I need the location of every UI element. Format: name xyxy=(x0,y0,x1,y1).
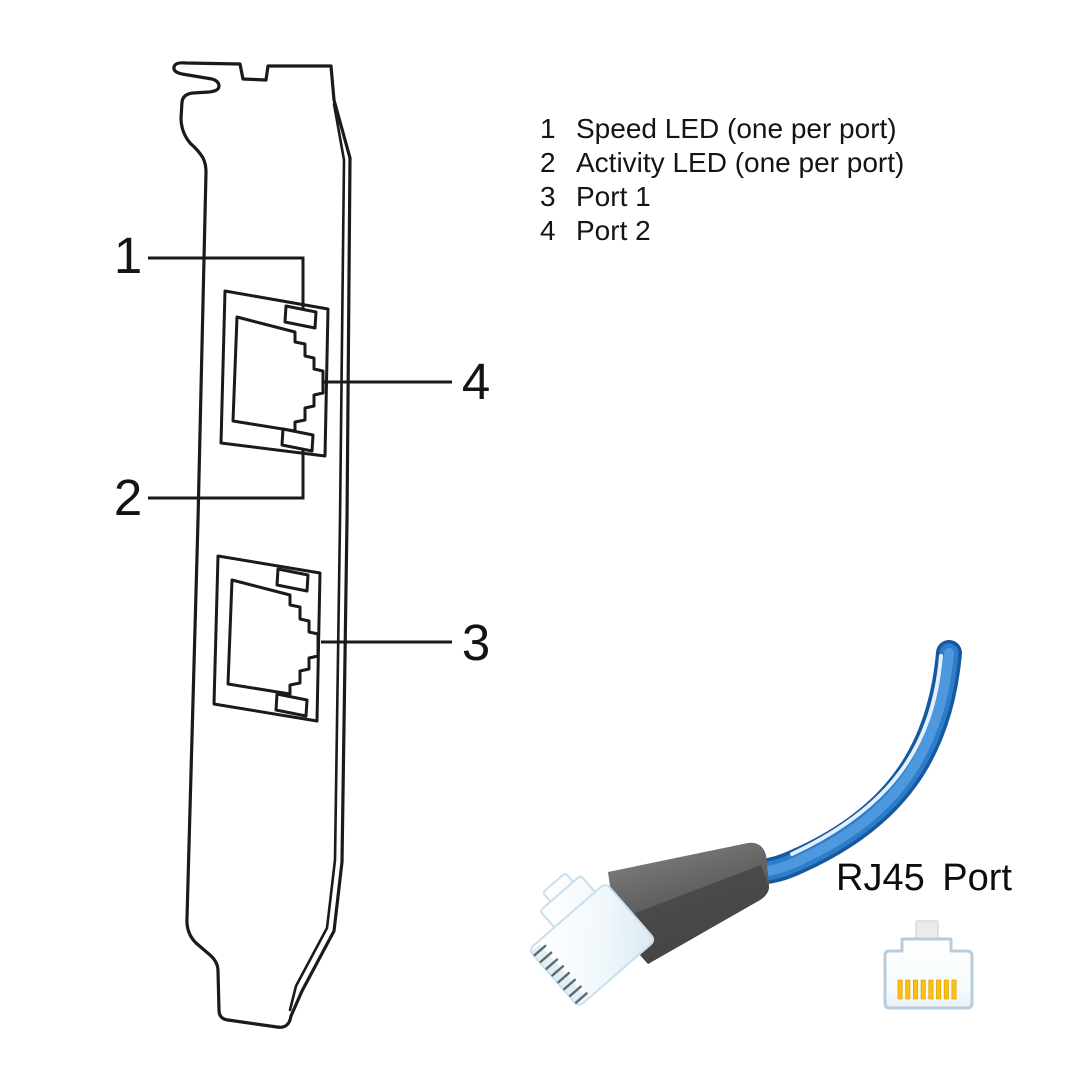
port-2-activity-led xyxy=(280,427,315,453)
legend-item-label: Speed LED (one per port) xyxy=(576,113,897,144)
legend-item-number: 2 xyxy=(540,147,556,178)
callout-label-1: 1 xyxy=(113,227,143,284)
legend-row: 4 Port 2 xyxy=(540,214,904,248)
legend-item-label: Port 2 xyxy=(576,215,651,246)
port-2-jack-opening xyxy=(231,315,325,433)
rj45-plug xyxy=(530,873,655,1006)
plug-pins xyxy=(533,944,588,1004)
callout-line-1 xyxy=(148,256,305,309)
legend-item-number: 3 xyxy=(540,181,556,212)
rj45-port-icon xyxy=(883,920,974,1010)
callout-label-4: 4 xyxy=(461,353,491,410)
legend-item-number: 1 xyxy=(540,113,556,144)
port-1-activity-led xyxy=(274,692,309,718)
legend: 1 Speed LED (one per port) 2 Activity LE… xyxy=(540,112,904,248)
callout-lines xyxy=(148,256,452,644)
port-icon-pins xyxy=(897,979,957,1000)
legend-row: 2 Activity LED (one per port) xyxy=(540,146,904,180)
callout-line-2 xyxy=(148,449,305,500)
legend-row: 3 Port 1 xyxy=(540,180,904,214)
legend-item-label: Activity LED (one per port) xyxy=(576,147,905,178)
legend-row: 1 Speed LED (one per port) xyxy=(540,112,904,146)
port-2-speed-led xyxy=(283,304,318,330)
callout-label-2: 2 xyxy=(113,469,143,526)
pci-bracket xyxy=(172,61,352,1029)
legend-item-label: Port 1 xyxy=(576,181,651,212)
legend-item-number: 4 xyxy=(540,215,556,246)
boot-shadow xyxy=(625,865,769,964)
callout-label-3: 3 xyxy=(461,614,491,671)
port-2-top xyxy=(219,289,330,458)
port-1-jack-opening xyxy=(226,578,320,696)
bracket-outline xyxy=(172,61,352,1029)
port-1-speed-led xyxy=(275,567,310,593)
rj45-port-caption: RJ45 Port xyxy=(836,857,1012,899)
rj45-cable-illustration xyxy=(530,640,962,1006)
port-1-bottom xyxy=(212,554,322,723)
cable-icon xyxy=(742,640,962,885)
bracket-fold-line xyxy=(288,102,346,1012)
